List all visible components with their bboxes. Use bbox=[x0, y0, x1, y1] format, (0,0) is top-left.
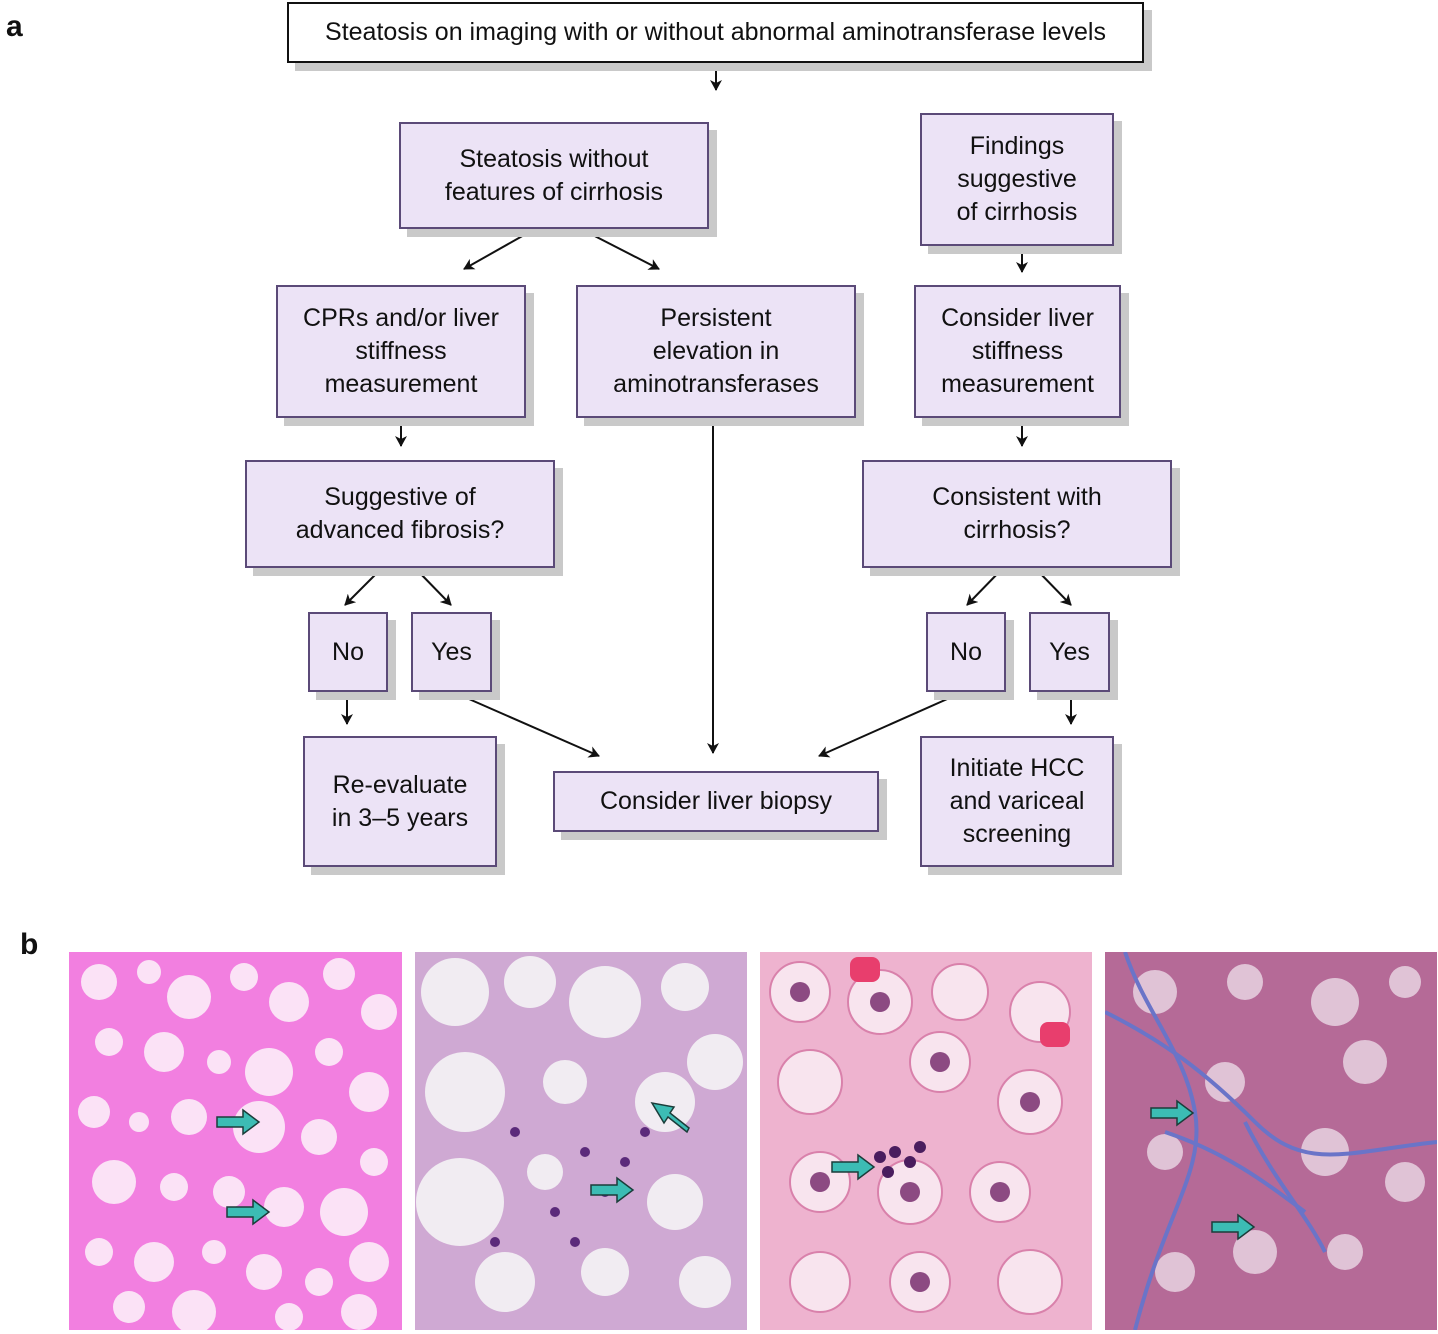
micrograph-arrow bbox=[216, 1108, 261, 1136]
arrow-fibrosis-to-yes bbox=[414, 567, 452, 606]
node-text-line: Findings bbox=[969, 132, 1065, 160]
node-text-line: Re-evaluate bbox=[332, 770, 468, 799]
node-no-right: No bbox=[926, 612, 1006, 692]
micrograph-ballooning bbox=[415, 952, 747, 1330]
node-text-line: Persistent bbox=[660, 304, 772, 332]
node-yes-right: Yes bbox=[1029, 612, 1110, 692]
node-no-left: No bbox=[308, 612, 388, 692]
micrograph-inflammation bbox=[760, 952, 1092, 1330]
arrow-no-to-biopsy bbox=[818, 691, 964, 758]
node-text-line: measurement bbox=[941, 370, 1094, 398]
node-text-line: Suggestive of bbox=[324, 483, 476, 511]
node-cpr-stiffness: CPRs and/or liver stiffness measurement bbox=[276, 285, 526, 418]
node-text-line: in 3–5 years bbox=[331, 803, 469, 832]
node-text-line: screening bbox=[962, 820, 1072, 848]
node-text-line: advanced fibrosis? bbox=[295, 516, 505, 544]
node-start: Steatosis on imaging with or without abn… bbox=[287, 2, 1144, 63]
node-text-line: suggestive bbox=[957, 165, 1077, 193]
node-text-line: Initiate HCC bbox=[949, 754, 1085, 782]
arrow-cirrhosisq-to-no bbox=[966, 567, 1004, 606]
node-text-line: elevation in bbox=[652, 337, 780, 365]
node-reevaluate: Re-evaluate in 3–5 years bbox=[303, 736, 497, 867]
node-text-line: Yes bbox=[1049, 637, 1090, 666]
micrograph-arrow bbox=[1211, 1213, 1256, 1241]
node-text-line: stiffness bbox=[355, 337, 447, 365]
node-text-line: Consider liver bbox=[941, 304, 1094, 332]
arrow-to-cpr bbox=[463, 229, 534, 270]
flowchart-arrows bbox=[341, 62, 1077, 758]
node-text-line: stiffness bbox=[971, 337, 1064, 365]
node-text-line: measurement bbox=[324, 370, 478, 398]
node-persistent-elevation: Persistent elevation in aminotransferase… bbox=[576, 285, 856, 418]
micrograph-arrow bbox=[226, 1198, 271, 1226]
node-hcc-screening: Initiate HCC and variceal screening bbox=[920, 736, 1114, 867]
node-cirrhosis-question: Consistent with cirrhosis? bbox=[862, 460, 1172, 568]
micrograph-arrow bbox=[1150, 1099, 1195, 1127]
node-consider-stiffness: Consider liver stiffness measurement bbox=[914, 285, 1121, 418]
node-text-line: No bbox=[332, 637, 364, 666]
panel-label-b: b bbox=[20, 928, 39, 961]
node-yes-left: Yes bbox=[411, 612, 492, 692]
node-text-line: Yes bbox=[431, 637, 472, 666]
micrograph-trichrome-fibrosis bbox=[1105, 952, 1437, 1330]
node-start-text: Steatosis on imaging with or without abn… bbox=[325, 18, 1106, 46]
node-text-line: cirrhosis? bbox=[963, 516, 1071, 544]
arrow-fibrosis-to-no bbox=[344, 567, 383, 606]
micrograph-arrow bbox=[650, 1101, 690, 1134]
arrow-to-persistent bbox=[582, 229, 660, 270]
arrow-cirrhosisq-to-yes bbox=[1034, 567, 1072, 606]
node-findings-cirrhosis: Findings suggestive of cirrhosis bbox=[920, 113, 1114, 246]
node-text-line: Consider liver biopsy bbox=[599, 787, 833, 815]
node-fibrosis-question: Suggestive of advanced fibrosis? bbox=[245, 460, 555, 568]
node-liver-biopsy: Consider liver biopsy bbox=[553, 771, 879, 832]
micrograph-arrow bbox=[590, 1176, 635, 1204]
node-text-line: CPRs and/or liver bbox=[303, 304, 499, 332]
node-text-line: and variceal bbox=[949, 787, 1085, 815]
micrograph-steatosis bbox=[69, 952, 402, 1330]
node-text-line: No bbox=[950, 637, 982, 666]
node-text-line: features of cirrhosis bbox=[444, 177, 664, 206]
arrow-yes-to-biopsy bbox=[452, 691, 600, 758]
node-text-line: of cirrhosis bbox=[956, 198, 1078, 226]
node-text-line: Steatosis without bbox=[459, 144, 649, 173]
node-text-line: aminotransferases bbox=[613, 370, 819, 398]
micrograph-arrow bbox=[831, 1153, 876, 1181]
node-steatosis-no-cirrhosis: Steatosis without features of cirrhosis bbox=[399, 122, 709, 229]
node-text-line: Consistent with bbox=[932, 483, 1102, 511]
panel-label-a: a bbox=[6, 10, 23, 43]
